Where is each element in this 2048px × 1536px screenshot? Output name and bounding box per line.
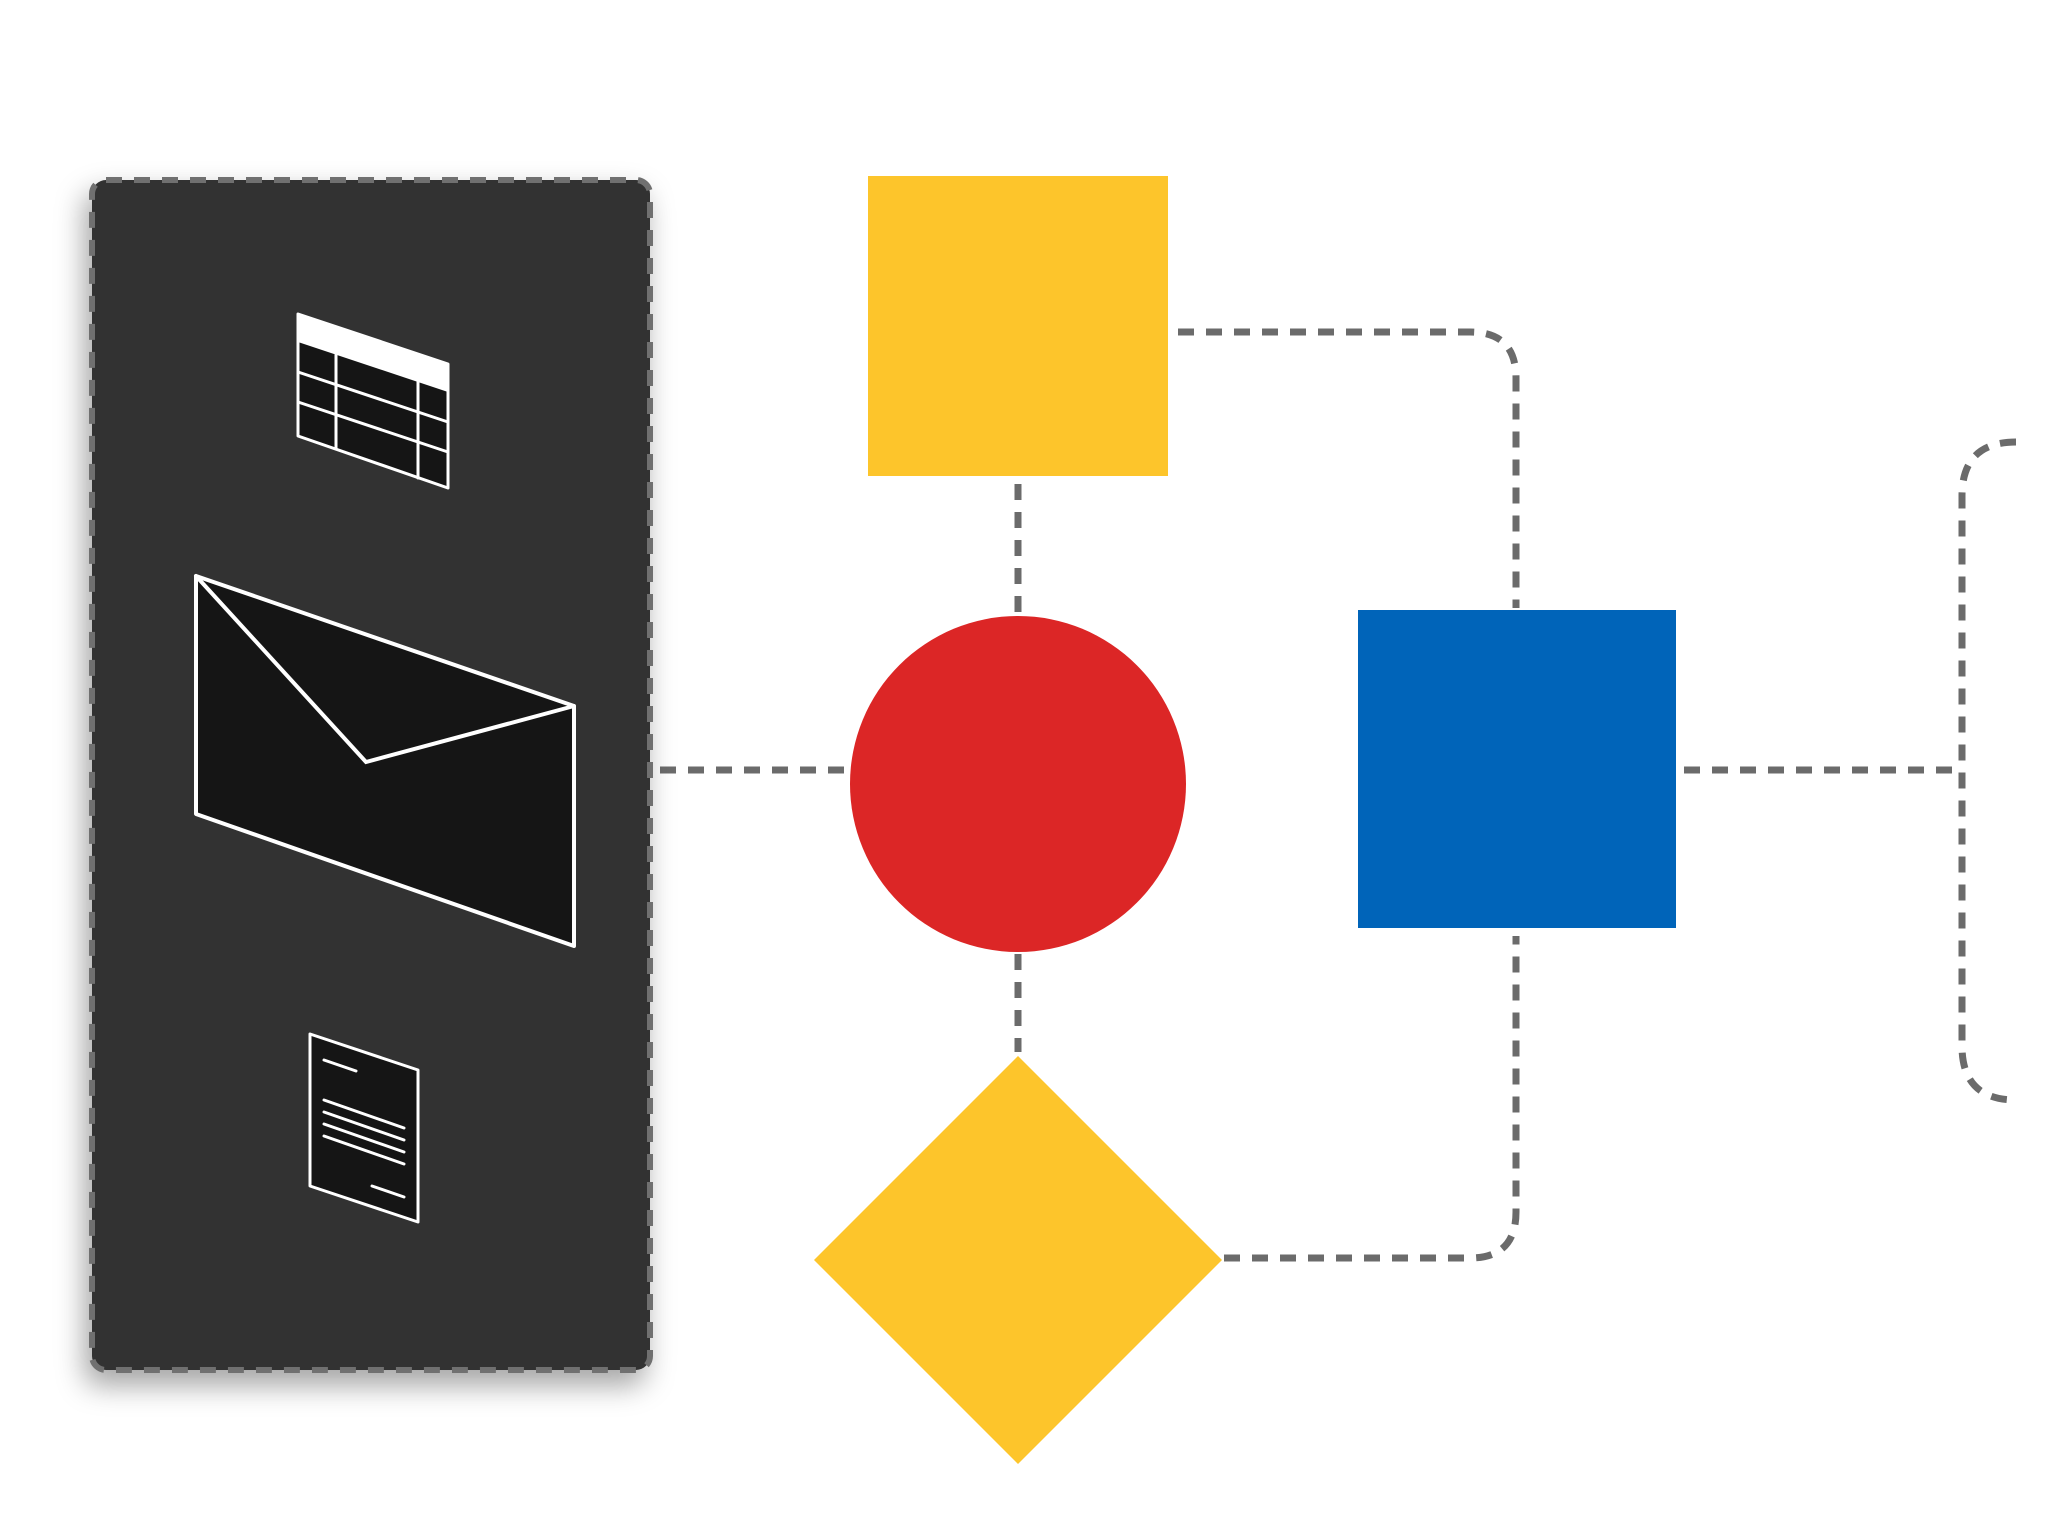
connectors <box>660 328 2017 1262</box>
document-icon <box>308 1032 420 1224</box>
target-bracket <box>1958 438 2017 1104</box>
source-panel <box>89 177 653 1373</box>
table-icon <box>296 312 450 490</box>
connector-diamond-to-blue <box>1224 936 1520 1262</box>
red-circle-node <box>850 616 1186 952</box>
yellow-diamond-node <box>814 1056 1222 1464</box>
yellow-square-node <box>868 176 1168 476</box>
blue-square-node <box>1358 610 1676 928</box>
envelope-icon <box>194 574 576 948</box>
connector-square-to-blue <box>1178 328 1520 608</box>
